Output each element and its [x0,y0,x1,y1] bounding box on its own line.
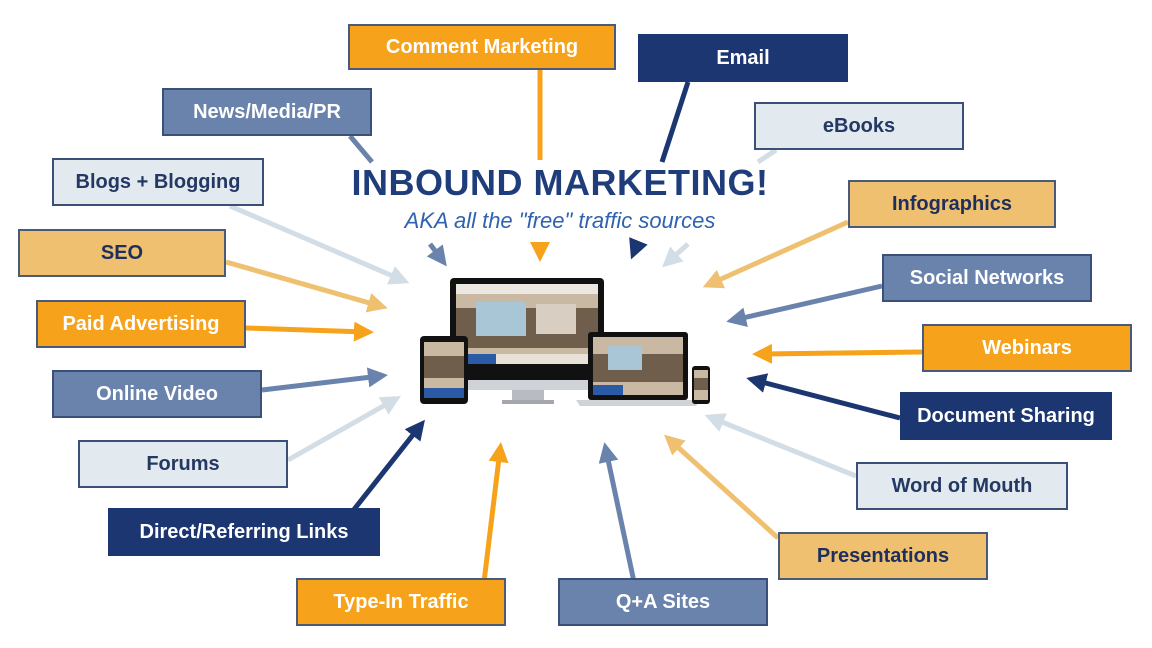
arrowhead-ebooks [662,242,690,268]
arrow-blogs-blogging [229,203,410,285]
arrow-paid-advertising [245,321,374,342]
source-blogs-blogging: Blogs + Blogging [52,158,264,206]
arrow-webinars [752,343,923,364]
arrow-email [659,81,691,163]
source-document-sharing: Document Sharing [900,392,1112,440]
source-online-video: Online Video [52,370,262,418]
tablet-icon [420,336,468,404]
source-seo: SEO [18,229,226,277]
diagram-subtitle: AKA all the "free" traffic sources [404,208,716,233]
source-news-media-pr: News/Media/PR [162,88,372,136]
arrow-qa-sites [598,442,637,583]
source-direct-referring-links: Direct/Referring Links [108,508,380,556]
arrow-social-networks [726,283,883,328]
arrow-word-of-mouth [704,413,857,479]
source-paid-advertising: Paid Advertising [36,300,246,348]
devices-illustration [420,278,710,406]
arrow-seo [225,259,388,313]
arrow-type-in-traffic [481,442,509,583]
arrow-direct-referring-links [350,419,425,514]
source-qa-sites: Q+A Sites [558,578,768,626]
arrow-forums [286,396,401,463]
phone-icon [692,366,710,404]
arrow-news-media-pr [348,134,374,164]
source-comment-marketing: Comment Marketing [348,24,616,70]
source-word-of-mouth: Word of Mouth [856,462,1068,510]
source-ebooks: eBooks [754,102,964,150]
laptop-icon [576,332,700,406]
source-forums: Forums [78,440,288,488]
desktop-monitor-icon [450,278,604,404]
source-webinars: Webinars [922,324,1132,372]
source-type-in-traffic: Type-In Traffic [296,578,506,626]
source-email: Email [638,34,848,82]
arrow-document-sharing [746,373,901,421]
arrow-infographics [702,219,850,289]
source-presentations: Presentations [778,532,988,580]
arrowhead-news-media-pr [426,242,447,267]
arrow-online-video [261,367,388,393]
source-social-networks: Social Networks [882,254,1092,302]
diagram-title: INBOUND MARKETING! [351,162,769,203]
arrow-ebooks [756,147,778,165]
source-infographics: Infographics [848,180,1056,228]
arrowhead-email [629,237,648,260]
arrow-presentations [664,434,780,540]
